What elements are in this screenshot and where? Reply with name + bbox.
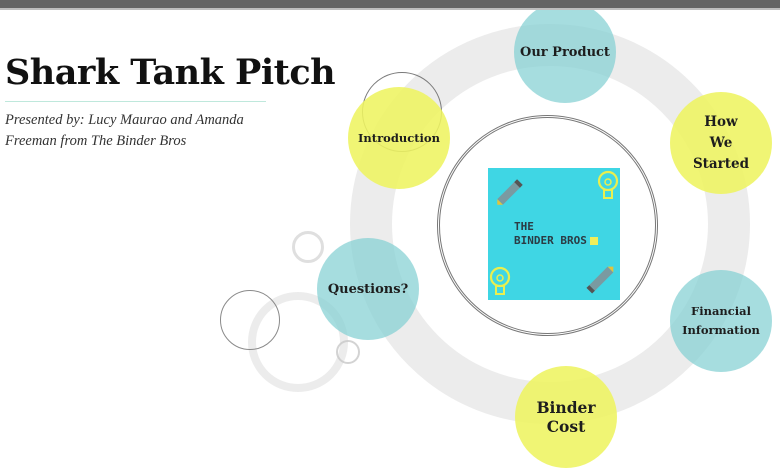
subtitle-line-1: Presented by: Lucy Maurao and Amanda xyxy=(5,112,244,128)
lightbulb-icon xyxy=(597,170,619,199)
node-label-line: Information xyxy=(682,323,760,337)
node-label: Binder Cost xyxy=(536,398,596,436)
slide-title: Shark Tank Pitch xyxy=(5,52,336,93)
deco-ring-dark xyxy=(220,290,280,350)
yellow-square-icon xyxy=(589,237,598,245)
node-label: Introduction xyxy=(358,131,440,145)
logo-line-1: THE xyxy=(514,220,534,233)
node-label: Questions? xyxy=(327,281,409,297)
node-label: Our Product xyxy=(520,44,610,60)
binder-bros-logo[interactable]: THE BINDER BROS xyxy=(488,168,620,300)
title-underline xyxy=(5,101,266,102)
node-introduction[interactable]: Introduction xyxy=(348,87,450,189)
pencil-icon xyxy=(497,179,523,205)
node-label-line: Started xyxy=(692,155,750,172)
deco-ring-small-1 xyxy=(292,231,324,263)
subtitle-line-2: Freeman from The Binder Bros xyxy=(5,133,187,149)
deco-ring-small-2 xyxy=(336,340,360,364)
logo-text: THE BINDER BROS xyxy=(514,220,598,248)
node-financial-information[interactable]: Financial Information xyxy=(670,270,772,372)
pencil-icon xyxy=(586,266,614,294)
slide-subtitle: Presented by: Lucy Maurao and Amanda Fre… xyxy=(5,110,285,152)
node-binder-cost[interactable]: Binder Cost xyxy=(515,366,617,468)
node-our-product[interactable]: Our Product xyxy=(514,1,616,103)
logo-line-2-wrap: BINDER BROS xyxy=(514,234,598,248)
node-label-line: How xyxy=(704,113,738,130)
node-label-line: We xyxy=(709,134,733,151)
logo-line-2: BINDER BROS xyxy=(514,234,587,247)
node-label-line: Financial xyxy=(691,304,751,318)
top-bar xyxy=(0,0,780,10)
inner-ring-decoration xyxy=(437,115,658,336)
lightbulb-icon xyxy=(489,266,511,295)
node-how-we-started[interactable]: How We Started xyxy=(670,92,772,194)
node-questions[interactable]: Questions? xyxy=(317,238,419,340)
